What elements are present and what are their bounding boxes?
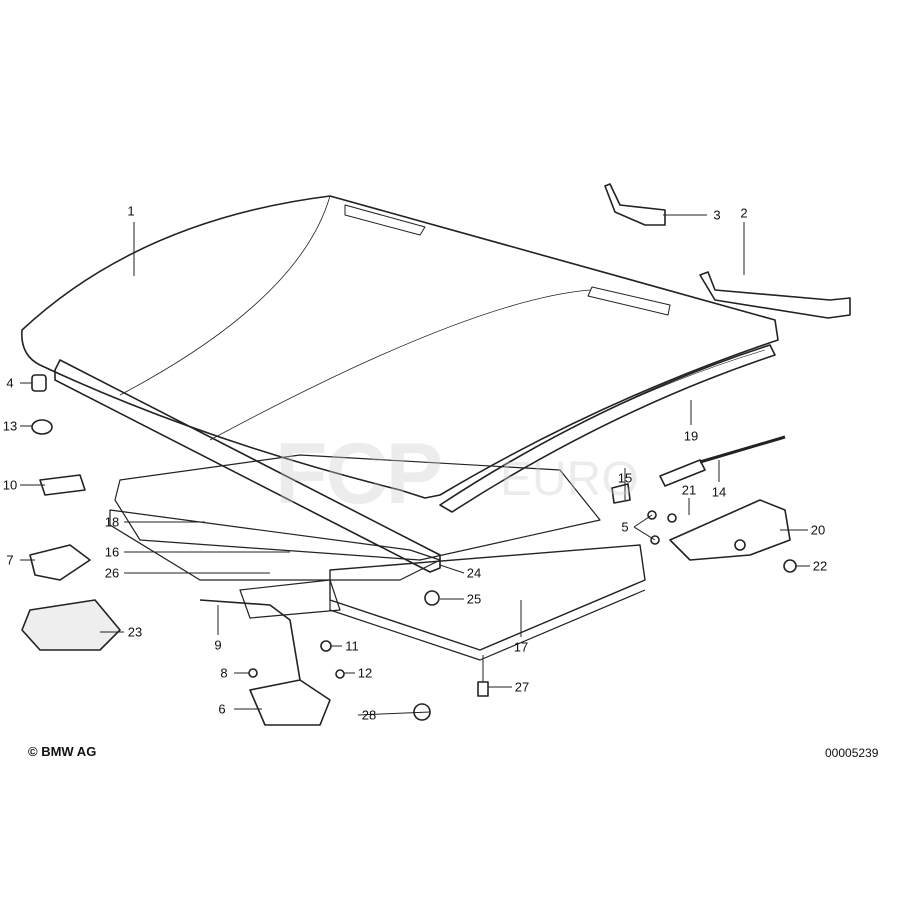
hood-strip-3 (604, 183, 666, 226)
clip-27 (477, 681, 489, 697)
latch-lever-9 (199, 599, 301, 681)
hood-strip-2 (699, 271, 851, 319)
hood-latch-6 (249, 679, 331, 726)
clip-25 (424, 590, 440, 606)
callout-8: 8 (220, 665, 228, 681)
screw-11 (320, 640, 332, 652)
callout-25: 25 (466, 591, 482, 607)
callout-13: 13 (2, 418, 18, 434)
callout-21: 21 (681, 482, 697, 498)
screw-8 (248, 668, 258, 678)
insulation-mat-17 (329, 544, 646, 651)
screw-12 (335, 669, 345, 679)
callout-19: 19 (683, 428, 699, 444)
callout-2: 2 (740, 205, 748, 221)
callout-24: 24 (466, 565, 482, 581)
callout-27: 27 (514, 679, 530, 695)
watermark-logo: FCP (275, 426, 443, 522)
hood-hinge (669, 499, 791, 561)
clip-15 (611, 483, 631, 504)
buffer-4 (31, 374, 47, 392)
callout-10: 10 (2, 477, 18, 493)
hood-panel (21, 195, 779, 499)
watermark-suffix: EURO (500, 453, 639, 506)
callout-1: 1 (127, 203, 135, 219)
callout-26: 26 (104, 565, 120, 581)
callout-5: 5 (621, 519, 629, 535)
callout-7: 7 (6, 552, 14, 568)
callout-18: 18 (104, 514, 120, 530)
callout-20: 20 (810, 522, 826, 538)
callout-14: 14 (711, 484, 727, 500)
hood-latch-7 (29, 544, 91, 581)
callout-11: 11 (345, 638, 359, 654)
callout-4: 4 (6, 375, 14, 391)
callout-12: 12 (357, 665, 373, 681)
callout-23: 23 (127, 624, 143, 640)
cross-bar (54, 359, 441, 573)
gas-strut (659, 459, 706, 487)
callout-22: 22 (812, 558, 828, 574)
callout-15: 15 (617, 470, 633, 486)
callout-17: 17 (513, 639, 529, 655)
callout-6: 6 (218, 701, 226, 717)
insulation-mat-26 (109, 509, 441, 581)
callout-28: 28 (361, 707, 377, 723)
plug-13 (31, 419, 53, 435)
callout-16: 16 (104, 544, 120, 560)
copyright-text: © BMW AG (28, 744, 97, 759)
callout-9: 9 (214, 637, 222, 653)
bracket-10 (39, 474, 86, 496)
diagram-number: 00005239 (825, 746, 879, 760)
callout-3: 3 (713, 207, 721, 223)
insulation-mat-18 (114, 454, 601, 561)
latch-cover (21, 599, 121, 651)
nut-22 (783, 559, 797, 573)
